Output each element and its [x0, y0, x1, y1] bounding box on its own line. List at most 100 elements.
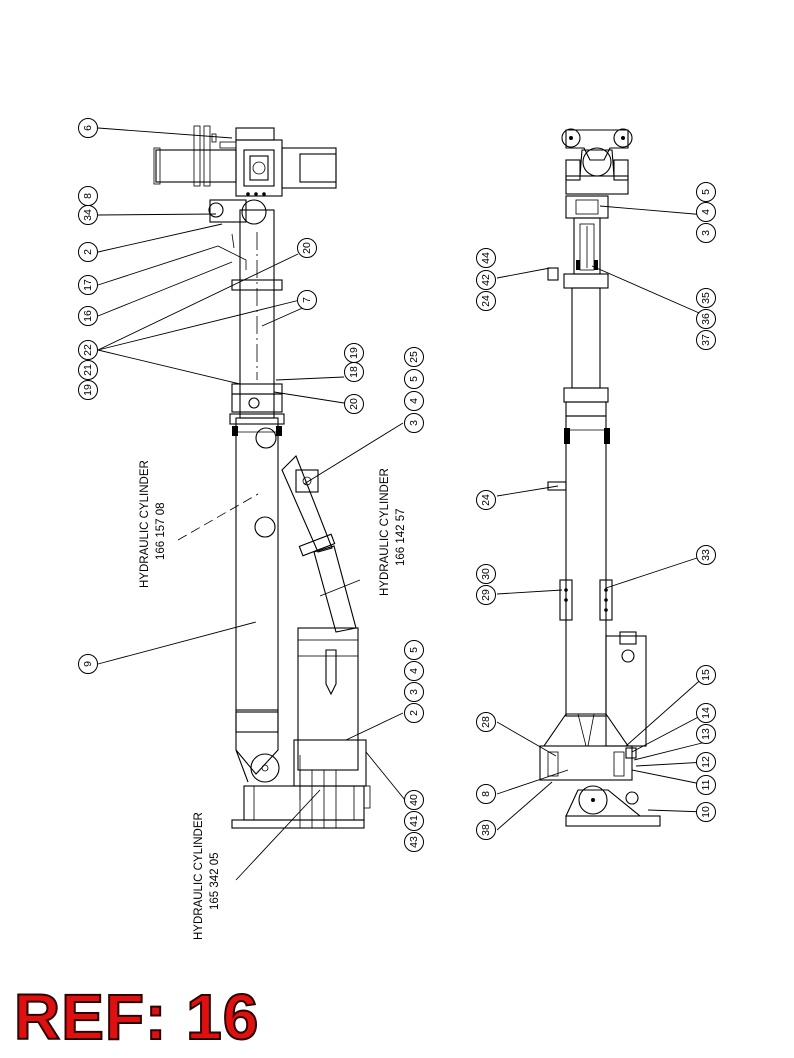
callout-circle — [78, 242, 98, 262]
callout-bubble: 7 — [297, 290, 317, 310]
callout-bubble: 29 — [476, 585, 496, 605]
callout-bubble: 8 — [78, 186, 98, 206]
callout-number: 7 — [301, 297, 313, 303]
callout-bubble: 22 — [78, 340, 98, 360]
callout-number: 15 — [700, 669, 712, 681]
callout-bubble: 24 — [476, 291, 496, 311]
right-leader-lines — [496, 205, 707, 831]
callout-bubble: 33 — [696, 545, 716, 565]
callout-circle — [476, 248, 496, 268]
callout-circle — [696, 309, 716, 329]
callout-number: 3 — [408, 420, 420, 426]
callout-circle — [78, 275, 98, 295]
callout-circle — [404, 790, 424, 810]
callout-circle — [297, 290, 317, 310]
callout-bubble: 25 — [404, 347, 424, 367]
callout-bubble: 4 — [696, 202, 716, 222]
callout-number: 43 — [408, 836, 420, 848]
callout-circle — [476, 784, 496, 804]
callout-bubble: 5 — [404, 640, 424, 660]
callout-number: 24 — [480, 494, 492, 506]
hidden-cylinder-line — [177, 493, 259, 541]
callout-circle — [696, 223, 716, 243]
callout-number: 2 — [82, 249, 94, 255]
callout-number: 4 — [408, 668, 420, 674]
callout-bubble: 2 — [404, 703, 424, 723]
callout-circle — [78, 654, 98, 674]
callout-number: 16 — [82, 310, 94, 322]
callout-circle — [78, 360, 98, 380]
callout-bubble: 12 — [696, 752, 716, 772]
callout-bubble: 19 — [344, 343, 364, 363]
callout-circle — [344, 394, 364, 414]
callout-bubble: 14 — [696, 703, 716, 723]
callout-bubble: 3 — [404, 413, 424, 433]
callout-circle — [78, 380, 98, 400]
extension-boom-right — [547, 195, 609, 417]
callout-bubble: 2 — [78, 242, 98, 262]
callout-number: 18 — [348, 366, 360, 378]
cylinder-note-number-1: 166 157 08 — [155, 502, 167, 560]
hydraulic-cylinder-166-142-57 — [281, 455, 357, 633]
right-crane-view — [496, 128, 707, 831]
callout-number: 2 — [408, 710, 420, 716]
callout-circle — [696, 775, 716, 795]
callout-circle — [78, 340, 98, 360]
callout-number: 21 — [82, 364, 94, 376]
cylinder-note-number-2: 166 142 57 — [395, 508, 407, 566]
callout-bubble: 3 — [696, 223, 716, 243]
callout-bubble: 36 — [696, 309, 716, 329]
callout-bubble: 15 — [696, 665, 716, 685]
callout-circle — [696, 703, 716, 723]
cylinder-note-number-3: 165 342 05 — [209, 852, 221, 910]
callout-circle — [404, 640, 424, 660]
callout-bubble: 28 — [476, 712, 496, 732]
callout-bubble: 9 — [78, 654, 98, 674]
callout-number: 5 — [408, 376, 420, 382]
callout-number: 38 — [480, 824, 492, 836]
callout-bubble: 4 — [404, 391, 424, 411]
callout-circle — [78, 306, 98, 326]
callout-circle — [404, 661, 424, 681]
callout-number: 24 — [480, 295, 492, 307]
callout-number: 29 — [480, 589, 492, 601]
callout-number: 11 — [700, 779, 712, 790]
callout-number: 42 — [480, 274, 492, 286]
left-crane-view — [97, 125, 406, 881]
callout-number: 22 — [82, 344, 94, 356]
callout-circle — [404, 391, 424, 411]
callout-bubble: 38 — [476, 820, 496, 840]
callout-bubble: 10 — [696, 802, 716, 822]
callout-number: 30 — [480, 568, 492, 580]
callout-circle — [476, 564, 496, 584]
callout-number: 3 — [408, 689, 420, 695]
callout-number: 34 — [82, 209, 94, 221]
callout-number: 41 — [408, 815, 420, 827]
callout-circle — [78, 205, 98, 225]
callout-number: 37 — [700, 334, 712, 346]
callout-number: 40 — [408, 794, 420, 806]
callout-circle — [476, 291, 496, 311]
callout-number: 28 — [480, 716, 492, 728]
callout-circle — [404, 682, 424, 702]
callout-bubble: 44 — [476, 248, 496, 268]
cylinder-note-166-157-08: HYDRAULIC CYLINDER 166 157 08 — [139, 460, 167, 588]
callout-circle — [404, 347, 424, 367]
callout-number: 8 — [480, 791, 492, 797]
callout-bubble: 35 — [696, 288, 716, 308]
rotator-head-left — [153, 125, 337, 270]
extension-boom-left — [231, 209, 283, 419]
column-housing — [293, 627, 367, 787]
callout-number: 35 — [700, 292, 712, 304]
main-boom-right — [542, 415, 647, 747]
callout-number: 44 — [480, 252, 492, 264]
slewing-housing-right — [539, 745, 661, 827]
callout-circle — [78, 118, 98, 138]
callout-bubble: 17 — [78, 275, 98, 295]
callout-circle — [476, 490, 496, 510]
callout-bubble: 4 — [404, 661, 424, 681]
callout-circle — [696, 288, 716, 308]
callout-circle — [476, 712, 496, 732]
callout-bubble: 37 — [696, 330, 716, 350]
